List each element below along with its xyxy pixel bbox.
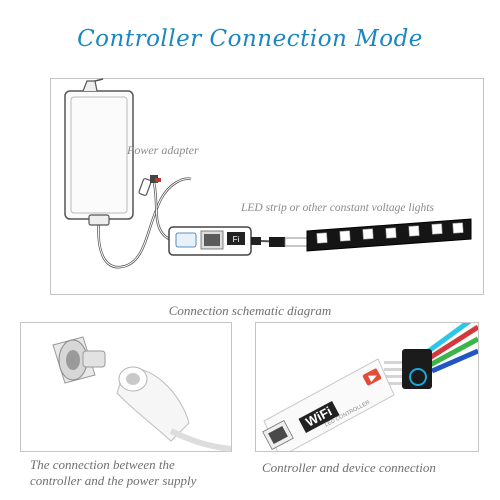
dc-socket-icon — [116, 366, 232, 452]
page-title: Controller Connection Mode — [77, 26, 423, 52]
power-adapter-icon — [64, 78, 192, 269]
schematic-drawing: Fi — [64, 78, 472, 269]
wifi-controller-icon: Fi — [168, 226, 261, 256]
rgb-wires-icon — [424, 323, 478, 374]
schematic-caption: Connection schematic diagram — [168, 303, 332, 318]
led-strip-icon — [306, 218, 472, 252]
svg-text:Fi: Fi — [233, 235, 240, 244]
device-connection-drawing: WiFi LED CONTROLLER — [262, 323, 478, 451]
schematic-panel: Fi Power adapter LED strip or other cons… — [50, 78, 484, 295]
wifi-controller-icon: WiFi LED CONTROLLER — [262, 358, 395, 451]
dc-plug-icon — [52, 336, 106, 384]
device-connection-caption: Controller and device connection — [262, 460, 436, 475]
power-adapter-label: Power adapter — [127, 143, 199, 157]
rgb-connector-icon — [384, 349, 432, 389]
power-connection-caption-line-1: The connection between the — [30, 457, 175, 472]
device-connection-panel: WiFi LED CONTROLLER — [255, 322, 479, 452]
led-strip-label: LED strip or other constant voltage ligh… — [241, 202, 434, 214]
power-connection-panel — [20, 322, 232, 452]
dc-connector-icon — [138, 175, 161, 196]
power-connection-drawing — [52, 336, 232, 452]
power-connection-caption-line-2: controller and the power supply — [30, 473, 197, 488]
